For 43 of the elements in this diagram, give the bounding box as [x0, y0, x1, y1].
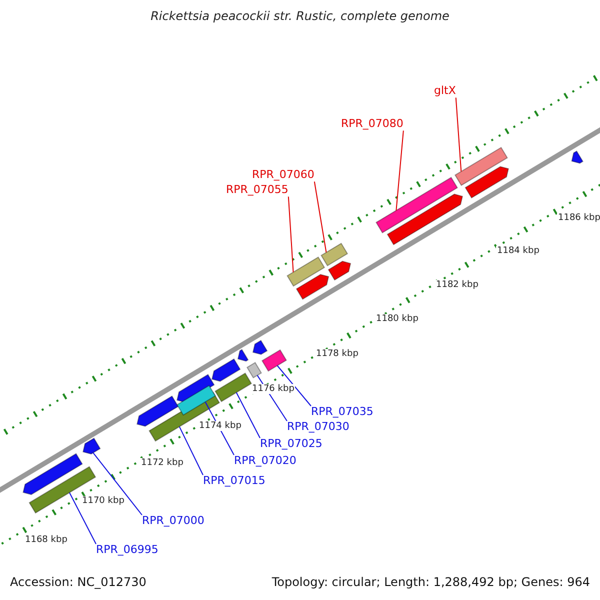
gene-label: RPR_07025: [260, 438, 322, 451]
scale-label: 1184 kbp: [496, 246, 540, 256]
gene-bar: [320, 242, 348, 266]
leader-line: [276, 365, 312, 406]
leader-line: [69, 492, 96, 544]
scale-label: 1168 kbp: [24, 535, 68, 546]
scale-label: 1172 kbp: [140, 458, 184, 468]
gene-bar: [454, 146, 508, 186]
scale-label: 1186 kbp: [557, 213, 600, 224]
gene-label: RPR_07020: [234, 455, 296, 468]
gene-label: RPR_07030: [287, 421, 350, 434]
accession-text: Accession: NC_012730: [10, 576, 146, 590]
gene-label: RPR_06995: [96, 544, 158, 557]
scale-label: 1174 kbp: [198, 421, 242, 432]
scale-label: 1176 kbp: [251, 384, 296, 394]
leader-line: [396, 130, 404, 211]
gene-label: RPR_07080: [341, 118, 404, 131]
gene-bar: [286, 256, 326, 287]
scale-label: 1180 kbp: [375, 314, 420, 324]
leader-line: [288, 196, 294, 273]
leader-line: [236, 392, 260, 438]
gene-label: RPR_07015: [203, 475, 266, 488]
gene-bar: [261, 349, 287, 372]
gene-label: RPR_07000: [142, 515, 204, 528]
gene-label: RPR_07055: [226, 184, 288, 197]
gene-feature: [82, 438, 101, 454]
gene-bar: [214, 372, 252, 402]
leader-line: [178, 426, 204, 476]
gene-label: RPR_07060: [252, 169, 314, 182]
leader-line: [314, 181, 327, 253]
gene-bar: [176, 384, 216, 416]
gene-bar: [376, 176, 458, 234]
scale-label: 1178 kbp: [315, 349, 360, 360]
scale-label: 1170 kbp: [81, 496, 126, 506]
leader-line: [92, 452, 142, 516]
genome-info-text: Topology: circular; Length: 1,288,492 bp; Genes: 964: [272, 576, 590, 590]
scale-label: 1182 kbp: [435, 280, 480, 290]
gene-feature: [386, 194, 464, 246]
title: Rickettsia peacockii str. Rustic, complete genome: [150, 10, 450, 24]
gene-label: RPR_07035: [311, 406, 374, 419]
gene-label: gltX: [434, 85, 456, 98]
leader-line: [455, 97, 462, 172]
gene-bar: [246, 362, 262, 378]
